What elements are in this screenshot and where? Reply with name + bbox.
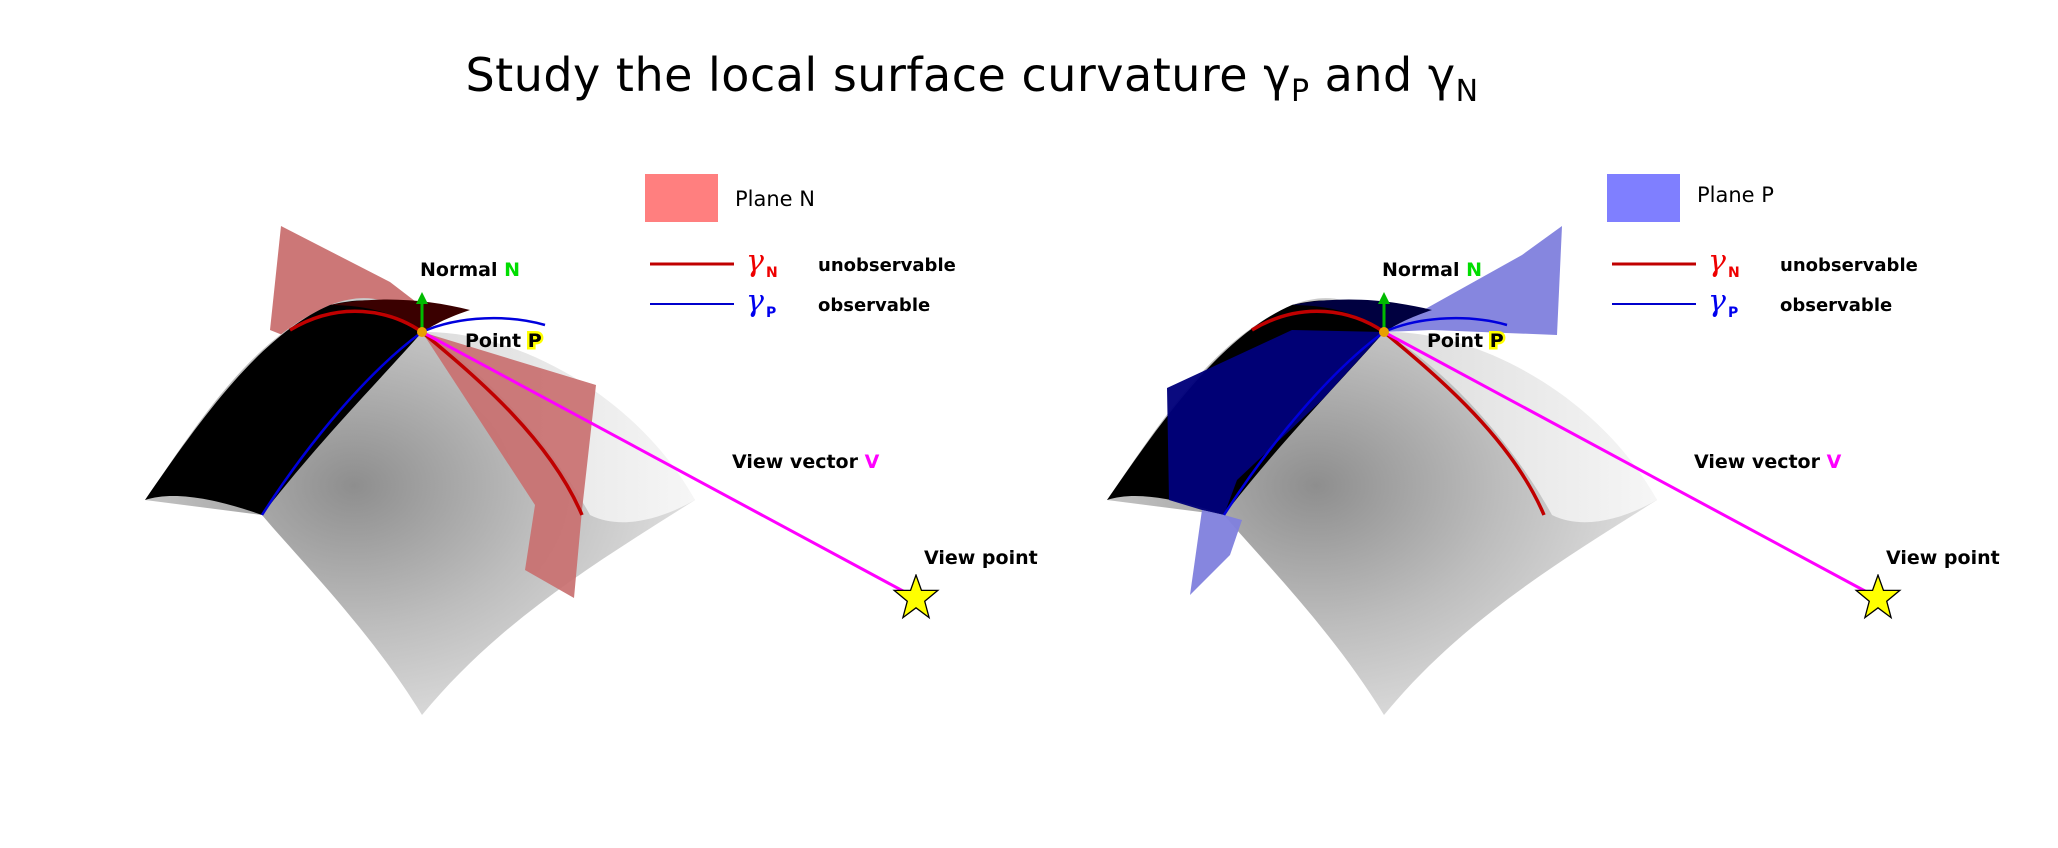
plane-p-front-dark bbox=[1167, 330, 1384, 515]
curve-gamma-p bbox=[260, 316, 546, 516]
view-point-star bbox=[1855, 574, 1901, 619]
point-p-marker bbox=[1379, 327, 1389, 337]
point-label: Point P bbox=[465, 330, 542, 352]
legend-plane-p-swatch bbox=[1607, 174, 1680, 222]
surface-dark-side bbox=[145, 300, 422, 515]
curve-gamma-p bbox=[1222, 316, 1508, 516]
plane-p-front-lower bbox=[1190, 510, 1242, 595]
legend-unobservable: unobservable bbox=[818, 255, 956, 276]
point-p-marker bbox=[417, 327, 427, 337]
surface-dark-cap bbox=[1292, 299, 1432, 332]
surface-right-flank bbox=[1384, 331, 1657, 523]
view-vector-label: View vector V bbox=[732, 451, 880, 473]
legend-plane-n-swatch bbox=[645, 174, 718, 222]
left-panel: Normal N Point P View vector V View poin… bbox=[145, 174, 1038, 715]
title-prefix: Study the local surface curvature γ bbox=[465, 48, 1291, 102]
normal-label: Normal N bbox=[1382, 259, 1482, 281]
view-vector-label: View vector V bbox=[1694, 451, 1842, 473]
page-title: Study the local surface curvature γP and… bbox=[0, 48, 1944, 109]
view-point-label: View point bbox=[924, 547, 1038, 569]
legend-observable: observable bbox=[1780, 295, 1892, 316]
plane-n-front bbox=[422, 332, 596, 598]
surface-dark-cap bbox=[330, 299, 470, 332]
plane-p-back bbox=[1384, 226, 1562, 335]
right-panel: Normal N Point P View vector V View poin… bbox=[1107, 174, 2000, 715]
title-sub-p: P bbox=[1290, 74, 1310, 109]
title-sub-n: N bbox=[1455, 74, 1479, 109]
normal-label: Normal N bbox=[420, 259, 520, 281]
view-point-star bbox=[893, 574, 939, 619]
normal-arrowhead bbox=[416, 292, 428, 304]
title-middle: and γ bbox=[1309, 48, 1456, 102]
view-point-label: View point bbox=[1886, 547, 2000, 569]
normal-arrowhead bbox=[1378, 292, 1390, 304]
legend-unobservable: unobservable bbox=[1780, 255, 1918, 276]
view-vector-line bbox=[421, 330, 917, 600]
legend-plane-n-label: Plane N bbox=[735, 187, 815, 211]
point-label: Point P bbox=[1427, 330, 1504, 352]
view-vector-line bbox=[1383, 330, 1879, 600]
legend-plane-p-label: Plane P bbox=[1697, 183, 1774, 207]
legend-observable: observable bbox=[818, 295, 930, 316]
